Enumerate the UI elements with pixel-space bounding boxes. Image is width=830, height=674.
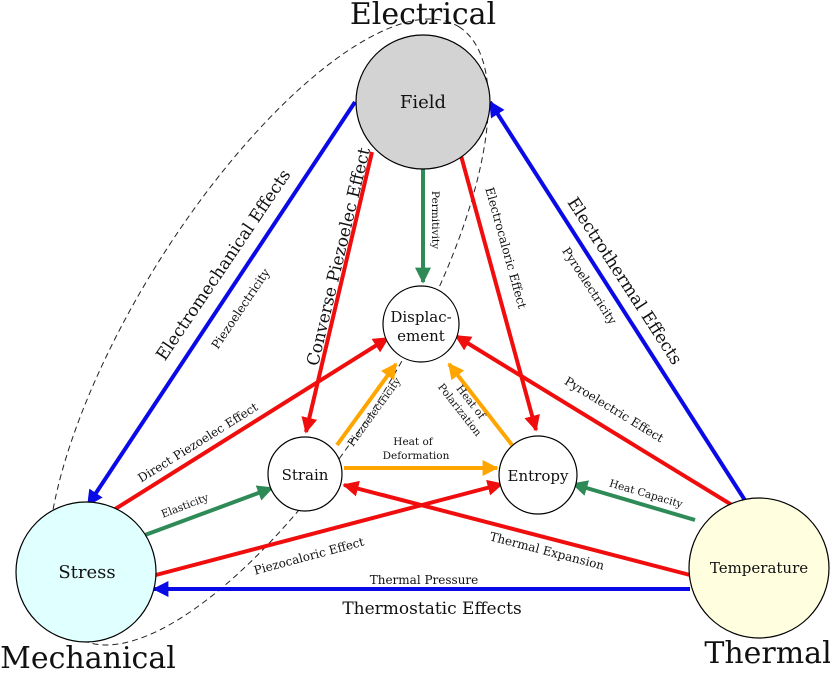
label-direct-piezoelec-effect: Direct Piezoelec Effect bbox=[135, 400, 260, 485]
label-electrocaloric-effect: Electrocaloric Effect bbox=[482, 186, 529, 311]
node-label-strain: Strain bbox=[282, 466, 329, 484]
arrow-heat-of-polarization bbox=[447, 362, 514, 447]
label-elasticity: Elasticity bbox=[160, 492, 211, 521]
node-stress: Stress bbox=[15, 501, 157, 643]
arrow-thermal-expansion bbox=[342, 480, 691, 577]
corner-label-thermal: Thermal bbox=[704, 636, 830, 671]
node-label-displacement-line2: ement bbox=[397, 327, 445, 345]
label-permitivity: Permitivity bbox=[429, 191, 441, 249]
node-label-field: Field bbox=[400, 92, 446, 113]
arrow-elasticity bbox=[144, 485, 274, 537]
arrow-direct-piezoelec bbox=[110, 336, 390, 513]
node-displacement: Displac- ement bbox=[382, 285, 460, 363]
label-heat-of-deformation-line2: Deformation bbox=[383, 450, 450, 462]
node-field: Field bbox=[355, 34, 491, 170]
label-converse-piezoelec-effect: Converse Piezoelec Effect bbox=[303, 146, 375, 368]
node-label-stress: Stress bbox=[58, 562, 115, 583]
arrow-piezoelectricity-inner bbox=[335, 362, 398, 447]
node-temperature: Temperature bbox=[688, 497, 830, 639]
node-entropy: Entropy bbox=[498, 435, 578, 515]
corner-label-mechanical: Mechanical bbox=[0, 641, 176, 674]
arrow-pyroelectric bbox=[454, 334, 742, 512]
arrow-heat-capacity bbox=[571, 480, 696, 522]
arrow-electrocaloric bbox=[458, 151, 540, 432]
corner-label-electrical: Electrical bbox=[350, 0, 496, 32]
node-strain: Strain bbox=[267, 436, 343, 512]
label-heat-of-deformation-line1: Heat of bbox=[393, 436, 434, 448]
node-label-temperature: Temperature bbox=[710, 559, 808, 577]
arrow-converse-piezoelec bbox=[301, 151, 374, 434]
arrow-piezocaloric bbox=[151, 479, 504, 578]
label-thermal-pressure: Thermal Pressure bbox=[370, 573, 479, 587]
node-label-displacement-line1: Displac- bbox=[390, 308, 451, 326]
arrow-electrothermal bbox=[488, 100, 750, 507]
label-thermostatic-effects: Thermostatic Effects bbox=[342, 599, 521, 619]
label-piezocaloric-effect: Piezocaloric Effect bbox=[252, 535, 365, 578]
arrow-electromechanical bbox=[86, 100, 357, 507]
node-label-entropy: Entropy bbox=[508, 467, 569, 485]
